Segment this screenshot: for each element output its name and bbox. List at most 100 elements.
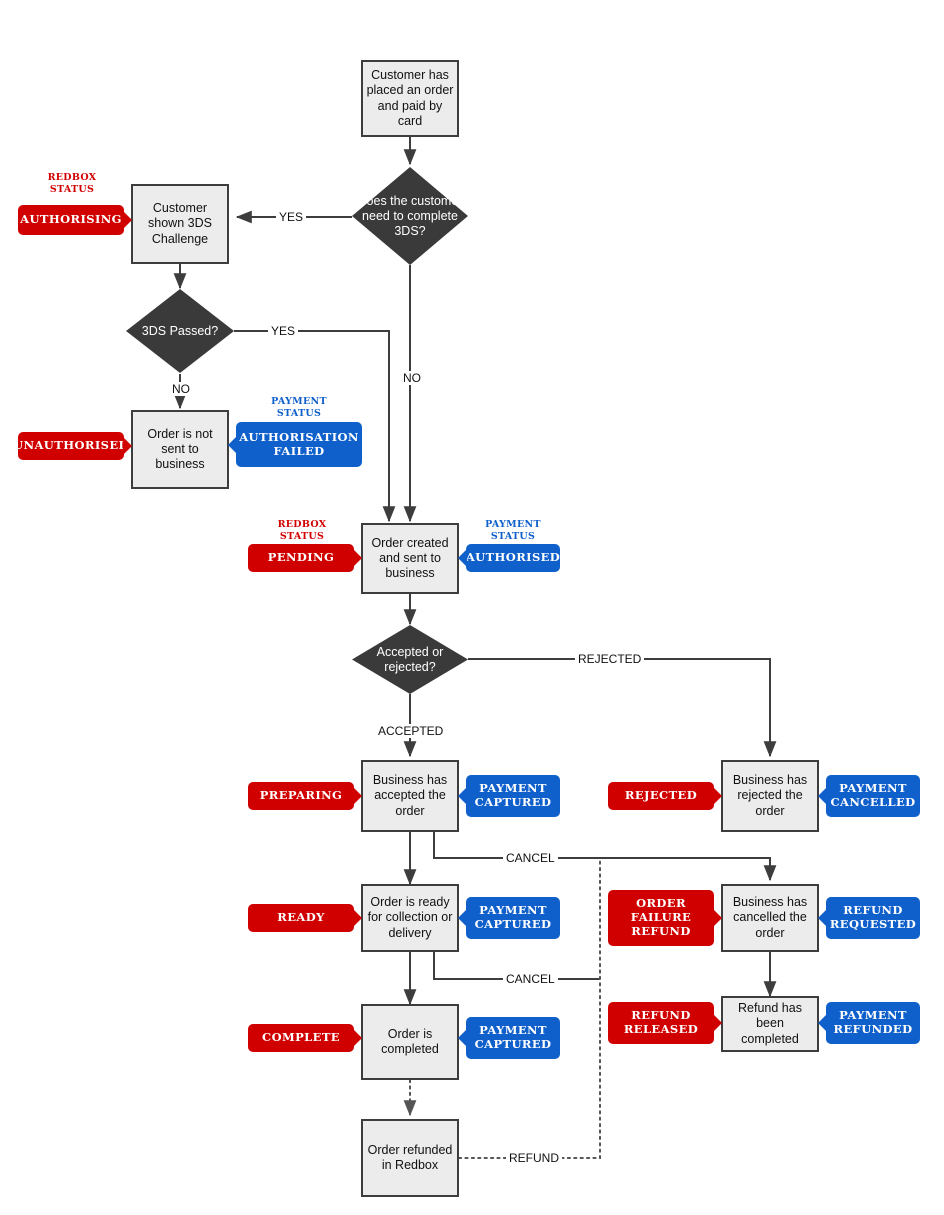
status-badge-authorising-label: AUTHORISING — [20, 212, 122, 227]
status-badge-refund-requested: REFUND REQUESTED — [818, 897, 920, 939]
edge-label-cancel-1: CANCEL — [503, 851, 558, 865]
edge-label-no-2: NO — [169, 382, 193, 396]
edge-label-rejected: REJECTED — [575, 652, 645, 666]
edge-label-yes-2: YES — [268, 324, 299, 338]
decision-need-3ds-label: Does the customer need to complete 3DS? — [357, 193, 463, 238]
status-badge-payment-cancelled-label: PAYMENT CANCELLED — [830, 781, 916, 809]
status-badge-payment-captured-1: PAYMENT CAPTURED — [458, 775, 560, 817]
status-badge-payment-refunded: PAYMENT REFUNDED — [818, 1002, 920, 1044]
status-badge-authorisation-failed-label: AUTHORISATION FAILED — [239, 429, 359, 458]
caption-line-2: STATUS — [276, 407, 322, 419]
badge-pointer-icon — [818, 1014, 827, 1032]
edge-label-no-1: NO — [400, 371, 424, 385]
node-refund-completed: Refund has been completed — [721, 996, 819, 1052]
node-cancelled: Business has cancelled the order — [721, 884, 819, 952]
caption-payment-status-2: PAYMENT STATUS — [466, 519, 560, 543]
status-badge-pending: PENDING — [248, 544, 362, 572]
status-badge-payment-captured-1-label: PAYMENT CAPTURED — [474, 781, 552, 809]
node-not-sent-label: Order is not sent to business — [147, 426, 213, 472]
badge-pointer-icon — [713, 787, 722, 805]
badge-pointer-icon — [353, 787, 362, 805]
node-not-sent: Order is not sent to business — [131, 410, 229, 489]
caption-line-2: STATUS — [279, 530, 325, 542]
decision-need-3ds: Does the customer need to complete 3DS? — [352, 167, 468, 265]
status-badge-refund-released: REFUND RELEASED — [608, 1002, 722, 1044]
badge-pointer-icon — [458, 1029, 467, 1047]
status-badge-ready-label: READY — [277, 910, 325, 925]
status-badge-unauthorised: UNAUTHORISED — [13, 432, 132, 460]
edge-label-accepted: ACCEPTED — [375, 724, 447, 738]
node-order-placed: Customer has placed an order and paid by… — [361, 60, 459, 137]
caption-line-1: PAYMENT — [271, 396, 327, 407]
node-order-created-label: Order created and sent to business — [371, 535, 449, 581]
status-badge-unauthorised-label: UNAUTHORISED — [13, 438, 129, 453]
caption-redbox-status-1: REDBOX STATUS — [20, 172, 124, 196]
node-completed: Order is completed — [361, 1004, 459, 1080]
status-badge-complete: COMPLETE — [248, 1024, 362, 1052]
badge-pointer-icon — [458, 909, 467, 927]
decision-accept-reject: Accepted or rejected? — [352, 625, 468, 694]
caption-line-1: REDBOX — [277, 519, 327, 530]
status-badge-preparing: PREPARING — [248, 782, 362, 810]
badge-pointer-icon — [123, 437, 132, 455]
badge-pointer-icon — [818, 787, 827, 805]
node-rejected: Business has rejected the order — [721, 760, 819, 832]
status-badge-payment-captured-2-label: PAYMENT CAPTURED — [474, 903, 552, 931]
status-badge-pending-label: PENDING — [267, 550, 335, 565]
decision-accept-reject-label: Accepted or rejected? — [376, 644, 444, 674]
badge-pointer-icon — [458, 787, 467, 805]
badge-pointer-icon — [353, 909, 362, 927]
caption-line-2: STATUS — [49, 183, 95, 195]
status-badge-authorising: AUTHORISING — [18, 205, 132, 235]
node-ready: Order is ready for collection or deliver… — [361, 884, 459, 952]
status-badge-order-failure-refund: ORDER FAILURE REFUND — [608, 890, 722, 946]
status-badge-complete-label: COMPLETE — [262, 1030, 340, 1045]
node-ready-label: Order is ready for collection or deliver… — [367, 895, 453, 940]
status-badge-authorised: AUTHORISED — [458, 544, 561, 572]
status-badge-ready: READY — [248, 904, 362, 932]
status-badge-payment-captured-2: PAYMENT CAPTURED — [458, 897, 560, 939]
badge-pointer-icon — [353, 1029, 362, 1047]
status-badge-preparing-label: PREPARING — [259, 788, 343, 803]
badge-pointer-icon — [713, 1014, 722, 1032]
node-refund-completed-label: Refund has been completed — [738, 1001, 802, 1046]
edge-label-cancel-2: CANCEL — [503, 972, 558, 986]
decision-3ds-passed: 3DS Passed? — [126, 289, 234, 373]
status-badge-authorisation-failed: AUTHORISATION FAILED — [228, 422, 362, 467]
status-badge-payment-cancelled: PAYMENT CANCELLED — [818, 775, 920, 817]
status-badge-payment-refunded-label: PAYMENT REFUNDED — [833, 1008, 913, 1036]
status-badge-payment-captured-3: PAYMENT CAPTURED — [458, 1017, 560, 1059]
caption-line-1: REDBOX — [47, 172, 97, 183]
badge-pointer-icon — [123, 211, 132, 229]
badge-pointer-icon — [713, 909, 722, 927]
node-accepted-label: Business has accepted the order — [372, 773, 448, 818]
node-refunded-redbox-label: Order refunded in Redbox — [367, 1142, 453, 1172]
status-badge-authorised-label: AUTHORISED — [465, 550, 561, 565]
node-accepted: Business has accepted the order — [361, 760, 459, 832]
caption-payment-status-1: PAYMENT STATUS — [236, 396, 362, 420]
badge-pointer-icon — [353, 549, 362, 567]
edge-label-yes-1: YES — [276, 210, 307, 224]
node-completed-label: Order is completed — [381, 1026, 439, 1056]
status-badge-rejected-label: REJECTED — [624, 788, 698, 803]
status-badge-refund-released-label: REFUND RELEASED — [623, 1008, 699, 1036]
status-badge-payment-captured-3-label: PAYMENT CAPTURED — [474, 1023, 552, 1051]
status-badge-refund-requested-label: REFUND REQUESTED — [829, 903, 917, 931]
status-badge-rejected: REJECTED — [608, 782, 722, 810]
node-cancelled-label: Business has cancelled the order — [732, 895, 808, 940]
badge-pointer-icon — [818, 909, 827, 927]
badge-pointer-icon — [458, 549, 467, 567]
decision-3ds-passed-label: 3DS Passed? — [141, 323, 219, 338]
node-3ds-challenge: Customer shown 3DS Challenge — [131, 184, 229, 264]
node-order-placed-label: Customer has placed an order and paid by… — [366, 68, 454, 128]
caption-redbox-status-2: REDBOX STATUS — [250, 519, 354, 543]
node-3ds-challenge-label: Customer shown 3DS Challenge — [148, 201, 212, 246]
node-rejected-label: Business has rejected the order — [732, 773, 808, 818]
caption-line-1: PAYMENT — [485, 519, 541, 530]
node-refunded-redbox: Order refunded in Redbox — [361, 1119, 459, 1197]
caption-line-2: STATUS — [490, 530, 536, 542]
node-order-created: Order created and sent to business — [361, 523, 459, 594]
status-badge-order-failure-refund-label: ORDER FAILURE REFUND — [630, 896, 692, 938]
edge-label-refund: REFUND — [506, 1151, 562, 1165]
badge-pointer-icon — [228, 435, 237, 454]
